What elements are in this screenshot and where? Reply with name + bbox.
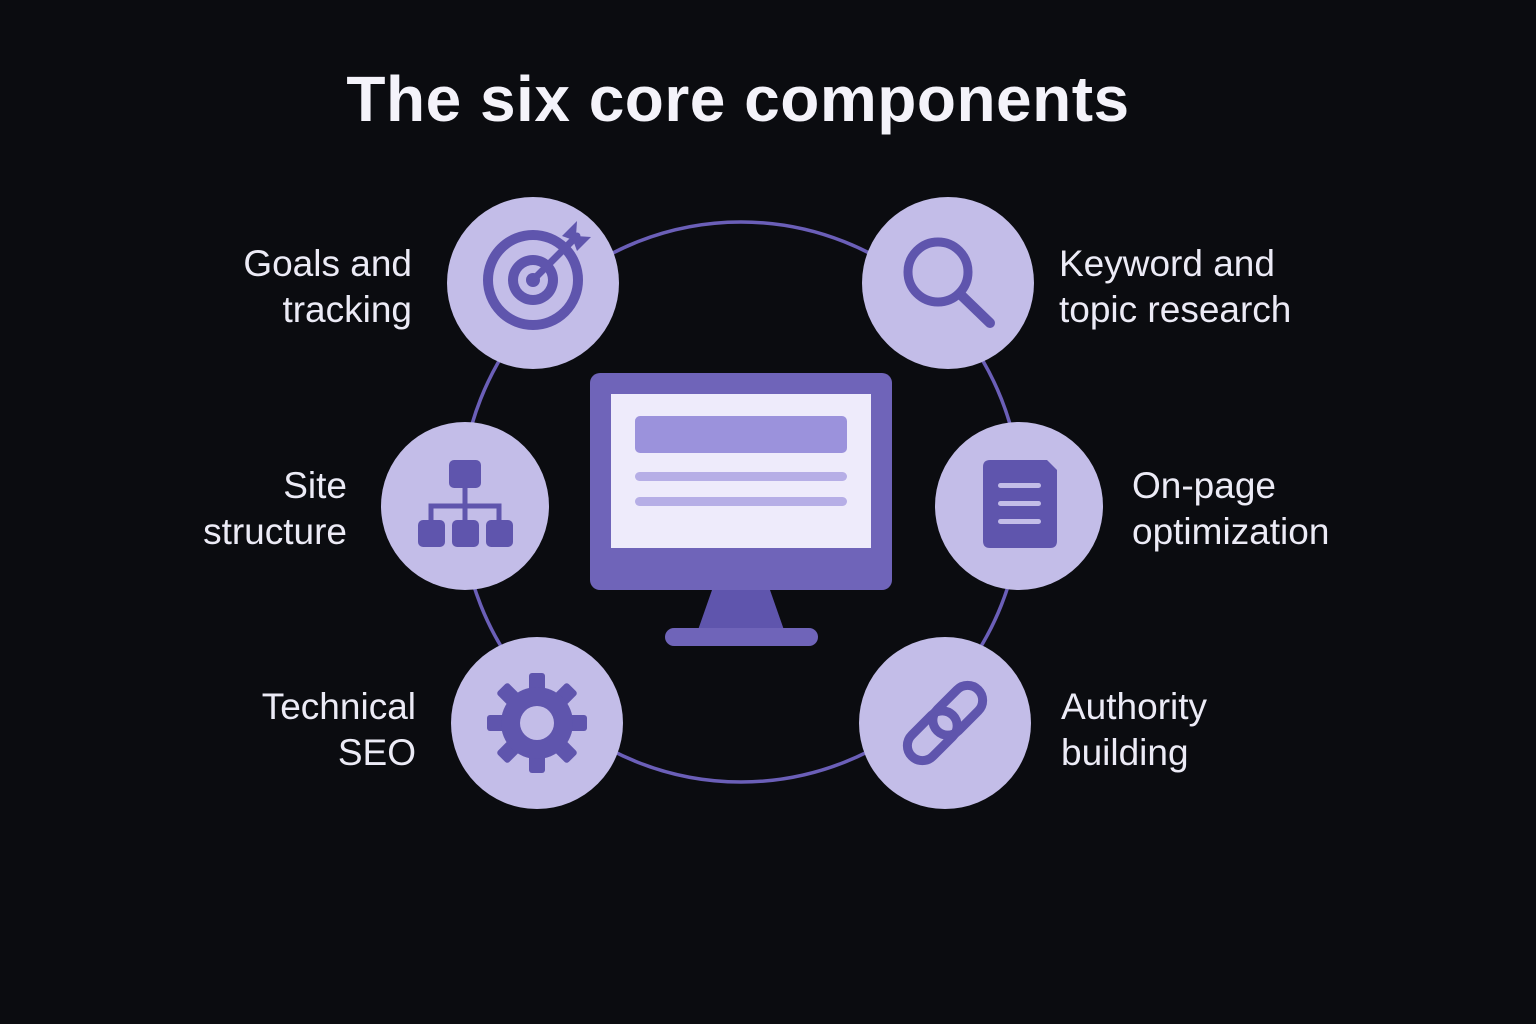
magnifier-icon bbox=[903, 237, 995, 328]
label-line: tracking bbox=[282, 289, 412, 330]
label-goals: Goals and tracking bbox=[243, 241, 412, 333]
sitemap-icon bbox=[418, 460, 513, 547]
label-line: Site bbox=[283, 465, 347, 506]
dart-fletching bbox=[562, 221, 591, 251]
sitemap-child bbox=[418, 520, 445, 547]
label-line: structure bbox=[203, 511, 347, 552]
node-authority bbox=[859, 637, 1031, 809]
label-line: Authority bbox=[1061, 686, 1208, 727]
target-icon bbox=[483, 221, 591, 330]
chain-link bbox=[902, 706, 962, 766]
magnifier-handle bbox=[956, 290, 995, 328]
sitemap-root bbox=[449, 460, 481, 488]
diagram-title: The six core components bbox=[346, 63, 1130, 135]
magnifier-lens bbox=[903, 237, 973, 307]
node-circle bbox=[862, 197, 1034, 369]
gear-icon bbox=[487, 673, 587, 773]
node-goals bbox=[447, 197, 619, 369]
dart-shaft bbox=[530, 232, 581, 283]
sitemap-child bbox=[486, 520, 513, 547]
gear-hole bbox=[520, 706, 554, 740]
node-keyword bbox=[862, 197, 1034, 369]
node-circle bbox=[859, 637, 1031, 809]
label-line: Goals and bbox=[243, 243, 412, 284]
target-outer-ring bbox=[483, 230, 583, 330]
monitor-text-line bbox=[635, 472, 847, 481]
document-line bbox=[998, 501, 1041, 506]
chain-link bbox=[928, 680, 988, 740]
document-line bbox=[998, 519, 1041, 524]
monitor-text-line bbox=[635, 497, 847, 506]
label-line: On-page bbox=[1132, 465, 1276, 506]
node-site bbox=[381, 422, 549, 590]
label-onpage: On-page optimization bbox=[1132, 463, 1329, 555]
monitor-base bbox=[665, 628, 818, 646]
node-technical bbox=[451, 637, 623, 809]
label-line: topic research bbox=[1059, 289, 1292, 330]
label-line: Keyword and bbox=[1059, 243, 1275, 284]
label-line: optimization bbox=[1132, 511, 1330, 552]
label-site: Site structure bbox=[203, 463, 347, 555]
node-onpage bbox=[935, 422, 1103, 590]
label-authority: Authority building bbox=[1061, 684, 1207, 776]
label-line: Technical bbox=[261, 686, 416, 727]
document-icon bbox=[983, 460, 1057, 548]
label-technical: Technical SEO bbox=[262, 684, 416, 776]
monitor-icon bbox=[590, 373, 892, 646]
monitor-header-bar bbox=[635, 416, 847, 453]
document-line bbox=[998, 483, 1041, 488]
sitemap-child bbox=[452, 520, 479, 547]
label-keyword: Keyword and topic research bbox=[1059, 241, 1291, 333]
monitor-stand bbox=[698, 590, 784, 630]
link-icon bbox=[902, 680, 988, 766]
label-line: building bbox=[1061, 732, 1189, 773]
label-line: SEO bbox=[337, 732, 416, 773]
